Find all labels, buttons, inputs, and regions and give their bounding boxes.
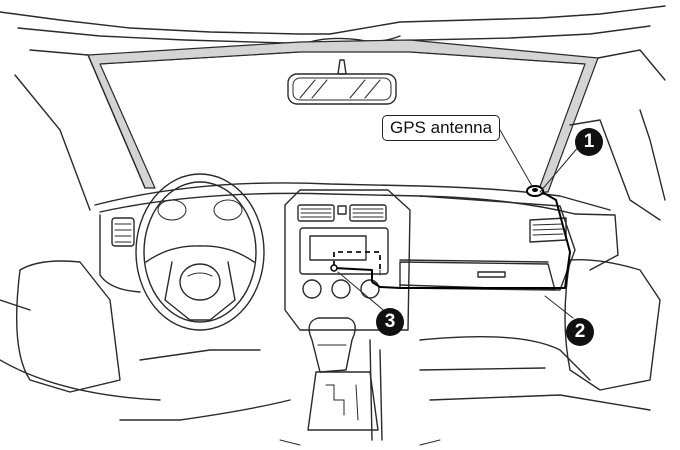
leader-lines — [337, 129, 581, 319]
callout-3: 3 — [376, 308, 404, 336]
dashboard — [94, 182, 619, 293]
right-seat — [419, 259, 661, 411]
glove-box — [399, 261, 556, 291]
callout-2: 2 — [566, 318, 594, 346]
left-seat — [0, 260, 291, 421]
left-air-vent — [111, 217, 135, 247]
callout-1: 1 — [575, 128, 603, 156]
right-air-vent — [529, 217, 567, 243]
gps-antenna-label: GPS antenna — [382, 115, 501, 141]
a-pillars — [14, 49, 666, 221]
roof-outline — [0, 5, 666, 44]
windshield-frame — [87, 39, 599, 193]
cable-junction — [333, 267, 373, 282]
rear-view-mirror — [287, 59, 397, 105]
center-console — [284, 189, 411, 331]
nav-unit-outline — [333, 251, 381, 270]
antenna-cable — [371, 191, 571, 289]
steering-wheel — [135, 173, 265, 331]
gear-shifter — [307, 317, 383, 441]
gps-antenna-module — [526, 185, 544, 197]
